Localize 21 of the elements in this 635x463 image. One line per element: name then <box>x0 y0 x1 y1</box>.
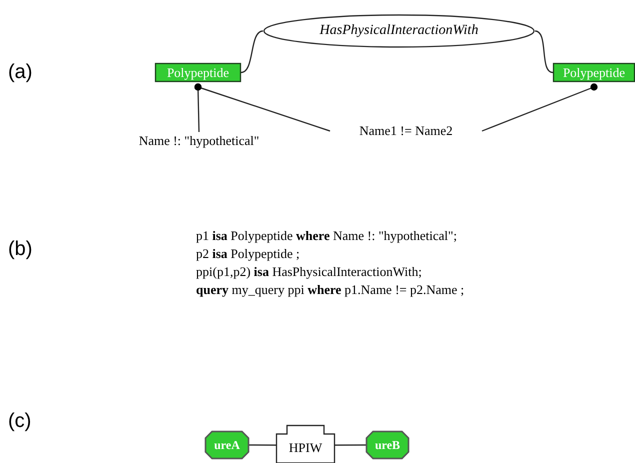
constraint-text: Name1 != Name2 <box>330 122 482 140</box>
connector-line <box>249 444 276 446</box>
attribute-line <box>194 83 330 132</box>
gene-octagon: ureB <box>366 431 409 459</box>
panel-label: (b) <box>8 238 32 261</box>
constraint-text: Name !: "hypothetical" <box>118 132 280 150</box>
panel-label: (c) <box>8 410 32 433</box>
connector-line <box>240 30 264 74</box>
attribute-line <box>482 83 598 132</box>
query-code-line: query my_query ppi where p1.Name != p2.Name ; <box>196 282 464 298</box>
gene-octagon: ureA <box>205 431 249 459</box>
query-code-line: p1 isa Polypeptide where Name !: "hypothetical"; <box>196 228 457 244</box>
query-code-line: p2 isa Polypeptide ; <box>196 246 300 262</box>
class-box: Polypeptide <box>155 63 241 82</box>
relation-shape: HPIW <box>276 425 335 463</box>
connector-line <box>335 444 366 446</box>
connector-line <box>534 30 554 74</box>
class-box: Polypeptide <box>553 63 635 82</box>
panel-label: (a) <box>8 61 32 84</box>
relation-ellipse: HasPhysicalInteractionWith <box>263 14 535 48</box>
query-code-line: ppi(p1,p2) isa HasPhysicalInteractionWith; <box>196 264 422 280</box>
